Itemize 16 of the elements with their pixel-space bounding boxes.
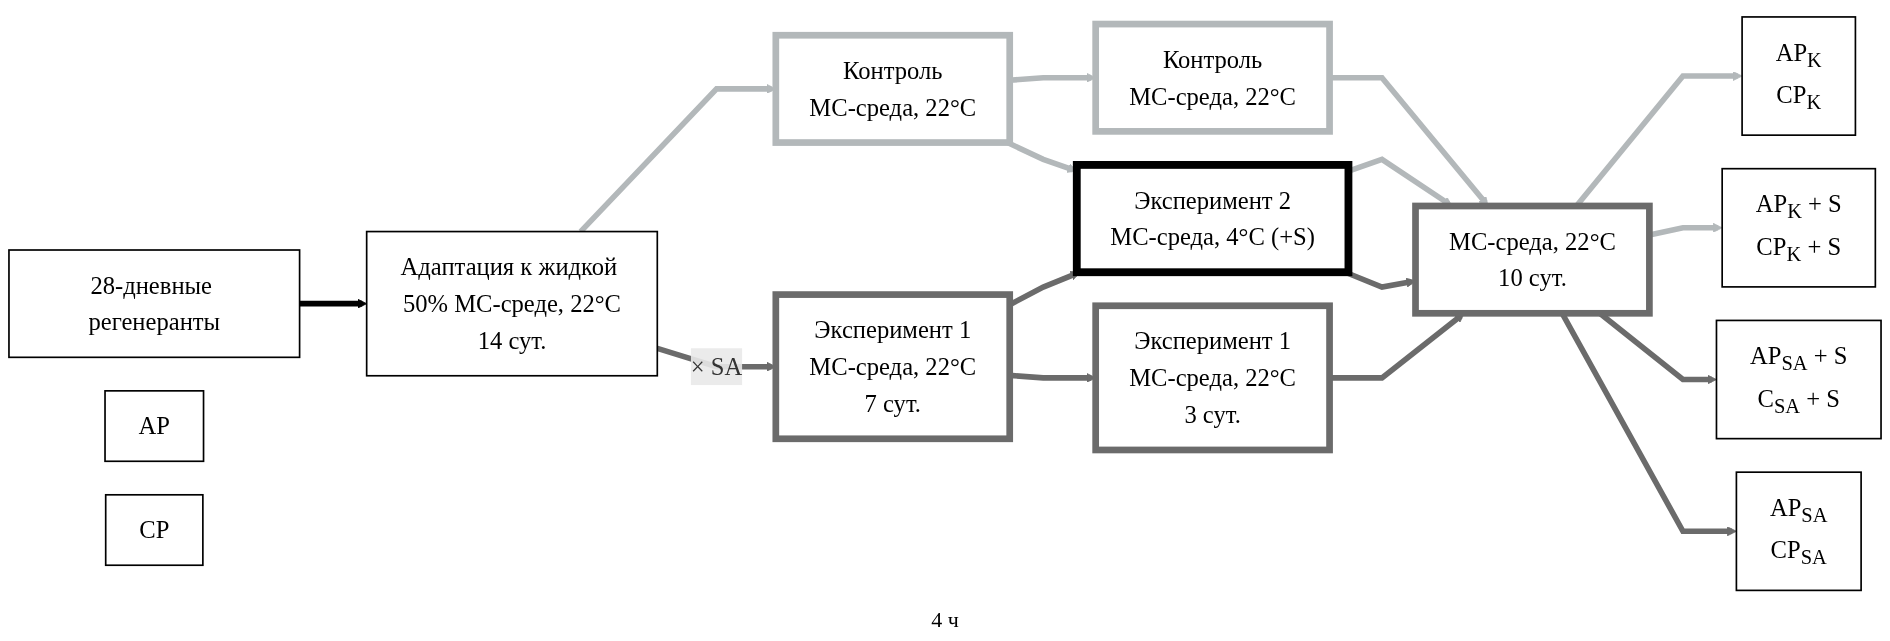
node-box: AP$_{K}$ CP$_{K}$ bbox=[1741, 15, 1857, 136]
node-box: 28-дневные регенеранты bbox=[8, 249, 301, 358]
node-box: Эксперимент 2 МС-среда, 4°C (+S) bbox=[1072, 160, 1353, 276]
node-box: AP$_{SA}$ + S C$_{SA}$ + S bbox=[1715, 319, 1882, 440]
node-box: Адаптация к жидкой 50% МС-среде, 22°C 14 сут. bbox=[365, 230, 659, 377]
node-box: AP bbox=[104, 389, 205, 462]
node-box: AP$_{SA}$ CP$_{SA}$ bbox=[1735, 471, 1862, 592]
node-box: Эксперимент 1 МС-среда, 22°C 7 сут. bbox=[772, 291, 1014, 442]
edge-label: × SA bbox=[690, 352, 743, 381]
node-box: CP bbox=[104, 493, 204, 566]
node-box: AP$_{K}$ + S CP$_{K}$ + S bbox=[1721, 167, 1877, 288]
node-box: Контроль МС-среда, 22°C bbox=[772, 31, 1014, 146]
node-box: Эксперимент 1 МС-среда, 22°C 3 сут. bbox=[1092, 302, 1333, 454]
note-text: 4 ч bbox=[931, 607, 959, 632]
node-box: Контроль МС-среда, 22°C bbox=[1092, 20, 1333, 135]
node-box: МС-среда, 22°C 10 сут. bbox=[1412, 202, 1653, 317]
